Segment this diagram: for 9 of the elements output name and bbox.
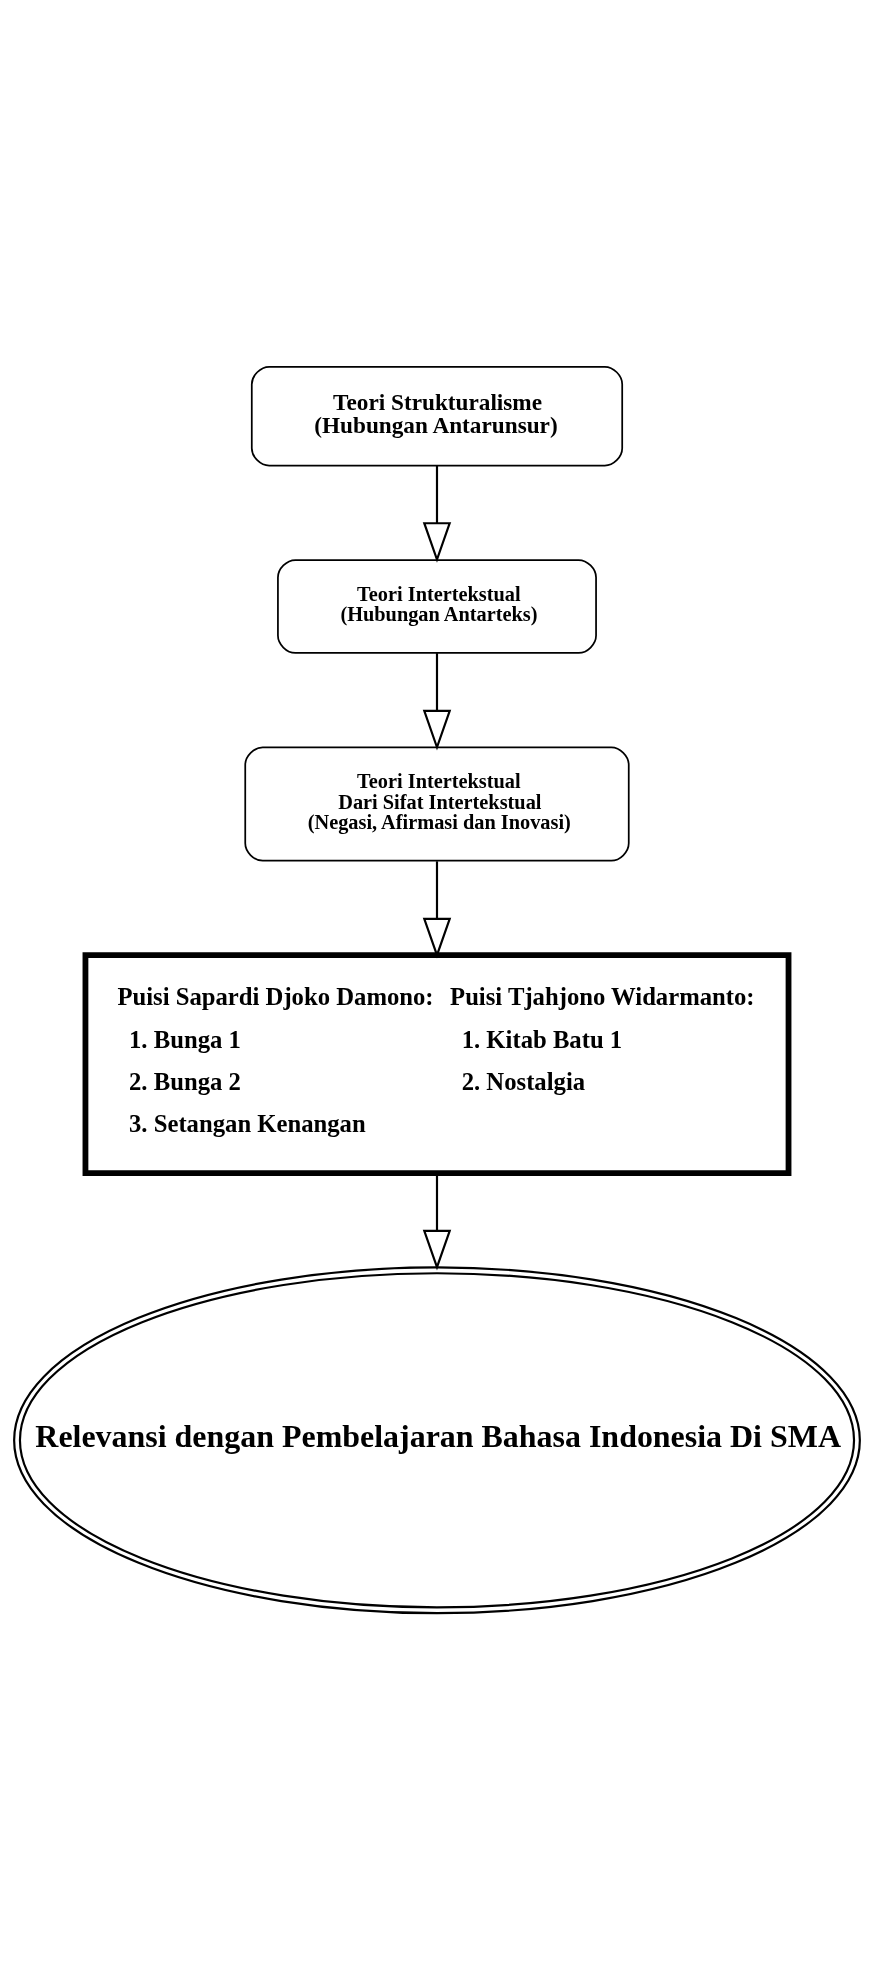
arrow [422,652,452,751]
arrow [422,465,452,563]
node-box: Teori Strukturalisme (Hubungan Antarunsur) [250,365,624,466]
node-box: Teori Intertekstual (Hubungan Antarteks) [277,558,597,654]
node-box: Puisi Sapardi Djoko Damono: Puisi Tjahjono Widarmanto: 1. Bunga 1 1. Kitab Batu 1 2. Bunga 2 2. Nostalgia 3. Setangan Kenangan [82,951,792,1176]
arrow [422,1173,452,1270]
node-ellipse: Relevansi dengan Pembelajaran Bahasa Indonesia Di SMA [13,1265,861,1614]
node-box: Teori Intertekstual Dari Sifat Intertekstual (Negasi, Afirmasi dan Inovasi) [244,746,630,862]
arrow [422,860,452,958]
